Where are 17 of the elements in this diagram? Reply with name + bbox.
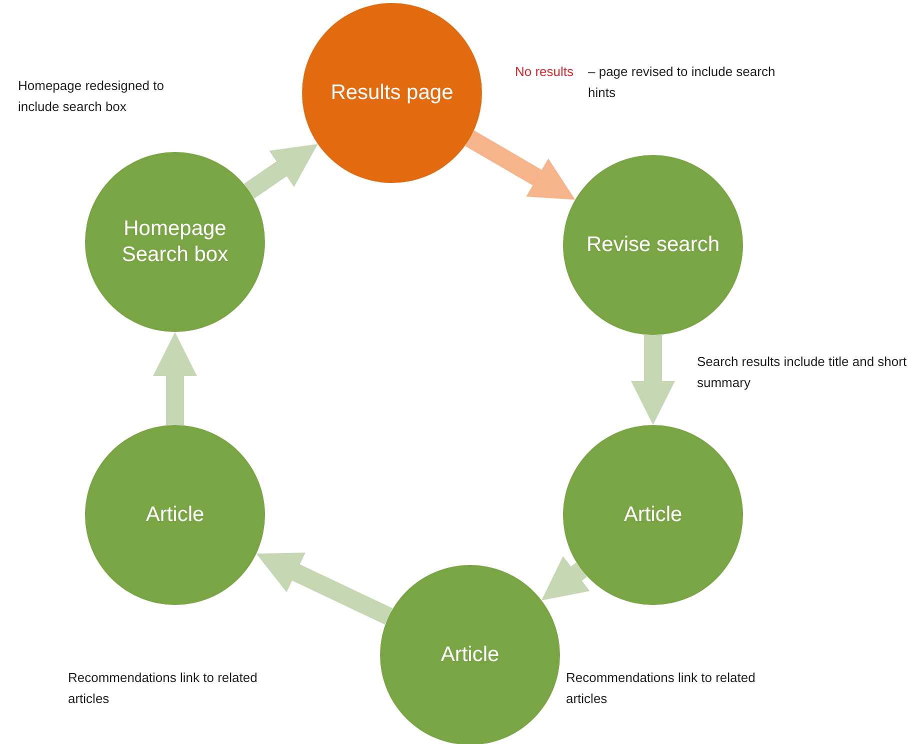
annotation: Recommendations link to related articles xyxy=(68,669,258,708)
annotation: Homepage redesigned to include search box xyxy=(18,77,165,116)
block-arrow xyxy=(631,335,675,425)
step-label: Article xyxy=(146,502,204,528)
step-label: Revise search xyxy=(586,232,720,258)
annotation: Recommendations link to related articles xyxy=(566,669,756,708)
annotation: – page revised to include search hints xyxy=(588,63,776,102)
block-arrow xyxy=(153,332,197,425)
annotation: No results xyxy=(515,63,574,81)
step-label: Article xyxy=(440,642,500,668)
step-label: Article xyxy=(624,502,682,528)
block-arrow xyxy=(541,556,590,600)
block-arrow xyxy=(465,130,576,200)
annotation: Search results include title and short summary xyxy=(697,353,908,392)
step-label: Homepage Search box xyxy=(120,216,230,268)
block-arrow xyxy=(244,144,318,198)
step-label: Results page xyxy=(330,80,454,106)
